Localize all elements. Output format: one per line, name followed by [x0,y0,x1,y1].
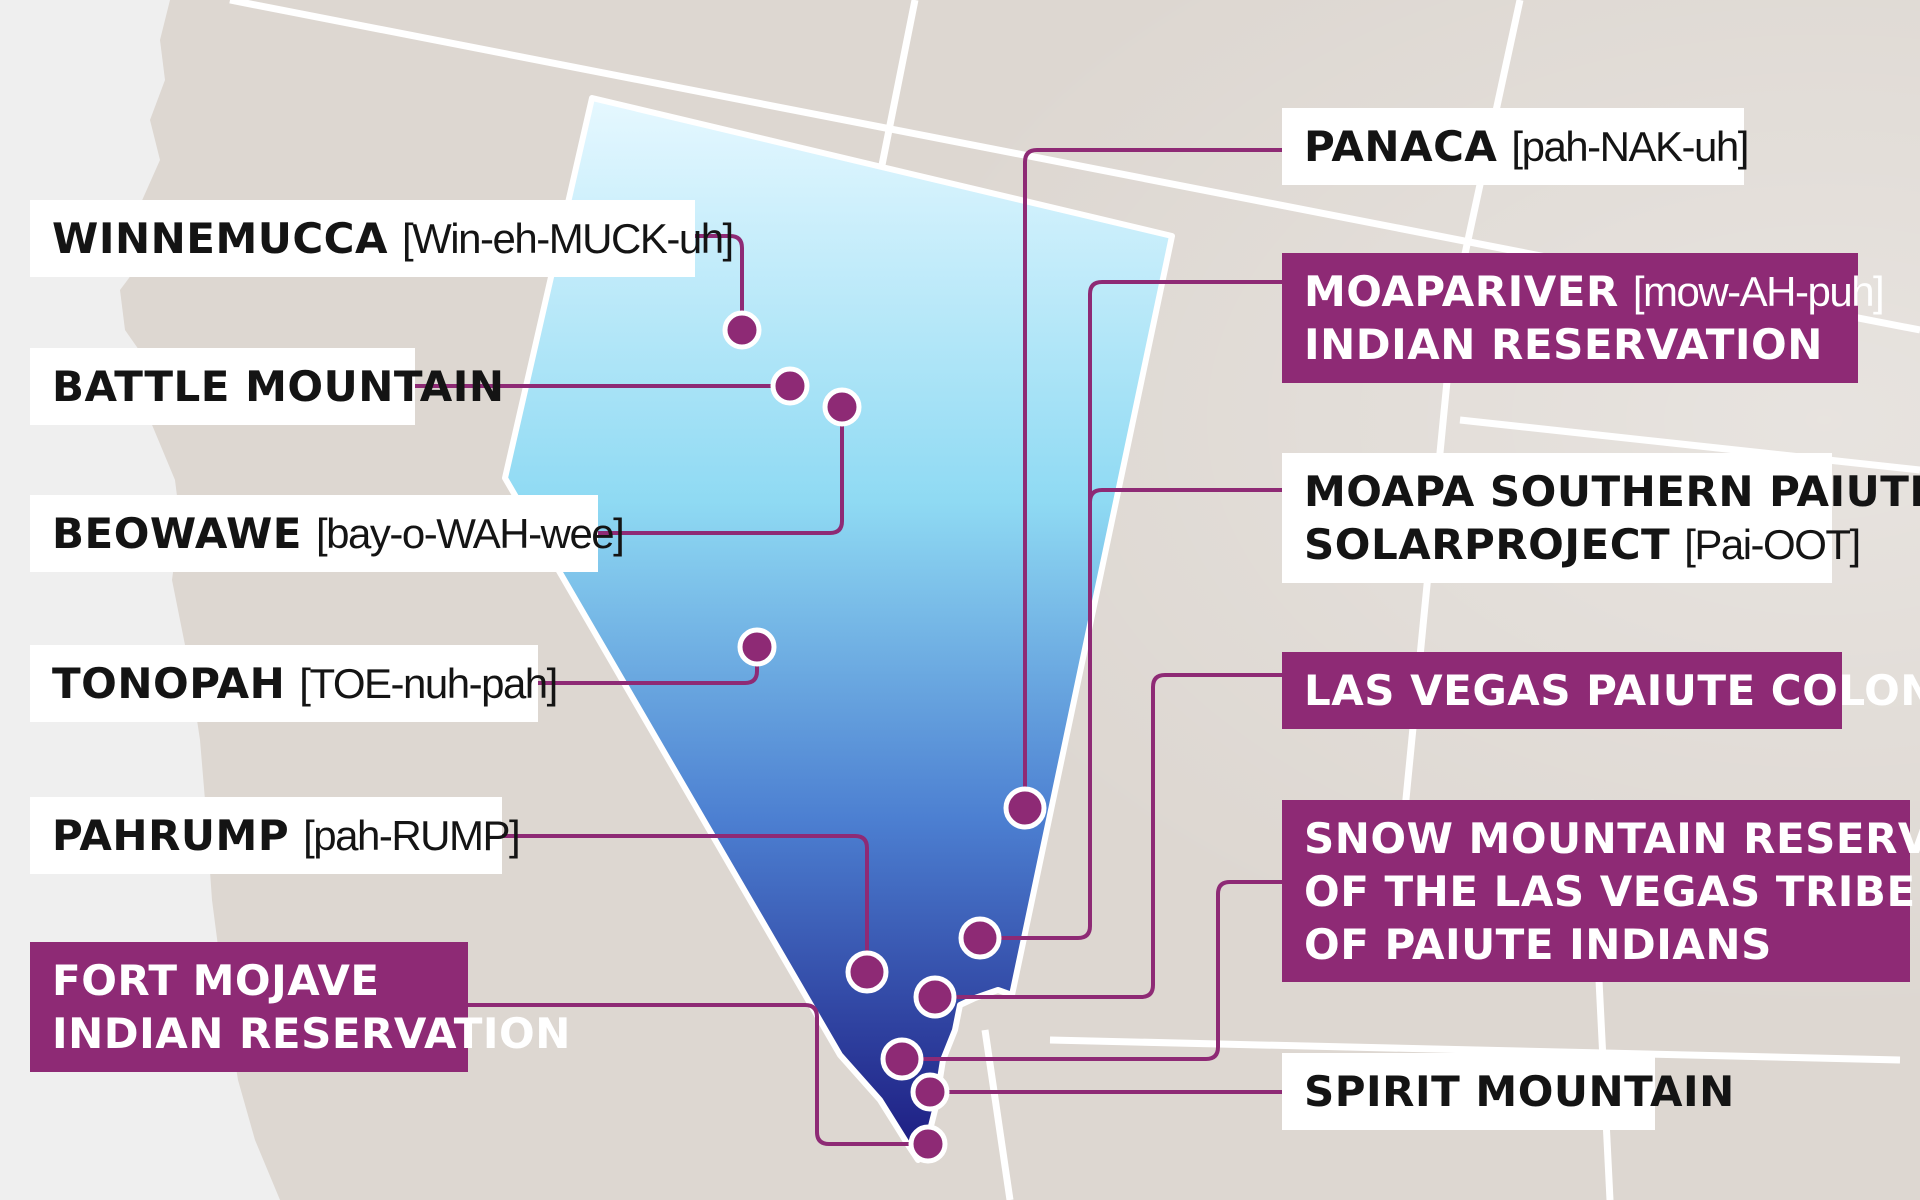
label-pronunciation: [mow-AH-puh] [1632,268,1885,315]
leader-pahrump [500,834,869,972]
dot-pahrump [845,950,889,994]
label-pahrump: PAHRUMP [pah-RUMP] [30,797,521,874]
label-pronunciation: [pah-RUMP] [303,812,521,859]
leader-panaca [1023,148,1282,808]
label-name-line: FORT MOJAVE [52,956,380,1005]
leader-beowawe [596,407,844,535]
dot-fort-mojave [908,1124,948,1164]
label-name: TONOPAH [52,659,286,708]
label-pronunciation: [pah-NAK-uh] [1511,123,1749,170]
label-name: PANACA [1304,122,1498,171]
leader-tonopah [536,647,759,685]
label-name-line: INDIAN RESERVATION [52,1009,571,1058]
leader-lines [410,148,1282,1146]
label-moapa-solar: MOAPA SOUTHERN PAIUTE SOLARPROJECT [Pai-O… [1282,453,1920,583]
label-las-vegas-colony: LAS VEGAS PAIUTE COLONY [1282,652,1920,729]
label-name: PAHRUMP [52,811,290,860]
dot-beowawe [822,387,862,427]
leader-fort-mojave [466,1003,928,1146]
dot-panaca [1003,786,1047,830]
label-moapa-river: MOAPARIVER [mow-AH-puh] INDIAN RESERVATIO… [1282,253,1885,383]
label-name-line: OF PAIUTE INDIANS [1304,919,1772,969]
label-name: MOAPARIVER [1304,267,1619,316]
leader-las-vegas-colony [935,673,1282,999]
label-name: SPIRIT MOUNTAIN [1304,1067,1735,1116]
label-beowawe: BEOWAWE [bay-o-WAH-wee] [30,495,625,572]
dot-snow-mountain [880,1037,924,1081]
dot-las-vegas-colony [913,975,957,1019]
label-spirit-mountain: SPIRIT MOUNTAIN [1282,1053,1734,1130]
leader-moapa-solar [1088,488,1282,503]
label-winnemucca: WINNEMUCCA [Win-eh-MUCK-uh] [30,200,734,277]
leader-moapa-river [980,280,1282,940]
label-pronunciation: [TOE-nuh-pah] [299,660,558,707]
location-dots [722,310,1047,1164]
dot-winnemucca [722,310,762,350]
dot-tonopah [737,627,777,667]
dot-moapa [958,916,1002,960]
leader-snow-mountain [902,880,1282,1061]
label-pronunciation: [Pai-OOT] [1684,521,1861,568]
label-name: BATTLE MOUNTAIN [52,362,505,411]
label-panaca: PANACA [pah-NAK-uh] [1282,108,1749,185]
label-tonopah: TONOPAH [TOE-nuh-pah] [30,645,558,722]
label-name: WINNEMUCCA [52,214,388,263]
label-pronunciation: [bay-o-WAH-wee] [315,510,625,557]
label-name-line: INDIAN RESERVATION [1304,320,1823,369]
label-name: LAS VEGAS PAIUTE COLONY [1304,666,1920,715]
label-name-line: OF THE LAS VEGAS TRIBE [1304,866,1916,916]
leader-winnemucca [690,234,744,330]
label-name: BEOWAWE [52,509,302,558]
dot-spirit-mountain [910,1072,950,1112]
label-battle-mountain: BATTLE MOUNTAIN [30,348,504,425]
label-fort-mojave: FORT MOJAVE INDIAN RESERVATION [30,942,571,1072]
label-pronunciation: [Win-eh-MUCK-uh] [402,215,734,262]
label-name-line: MOAPA SOUTHERN PAIUTE [1304,467,1920,516]
label-name: SOLARPROJECT [1304,520,1671,569]
label-snow-mountain: SNOW MOUNTAIN RESERVATION OF THE LAS VEG… [1282,800,1920,982]
dot-battle-mountain [770,366,810,406]
label-name-line: SNOW MOUNTAIN RESERVATION [1304,813,1920,863]
